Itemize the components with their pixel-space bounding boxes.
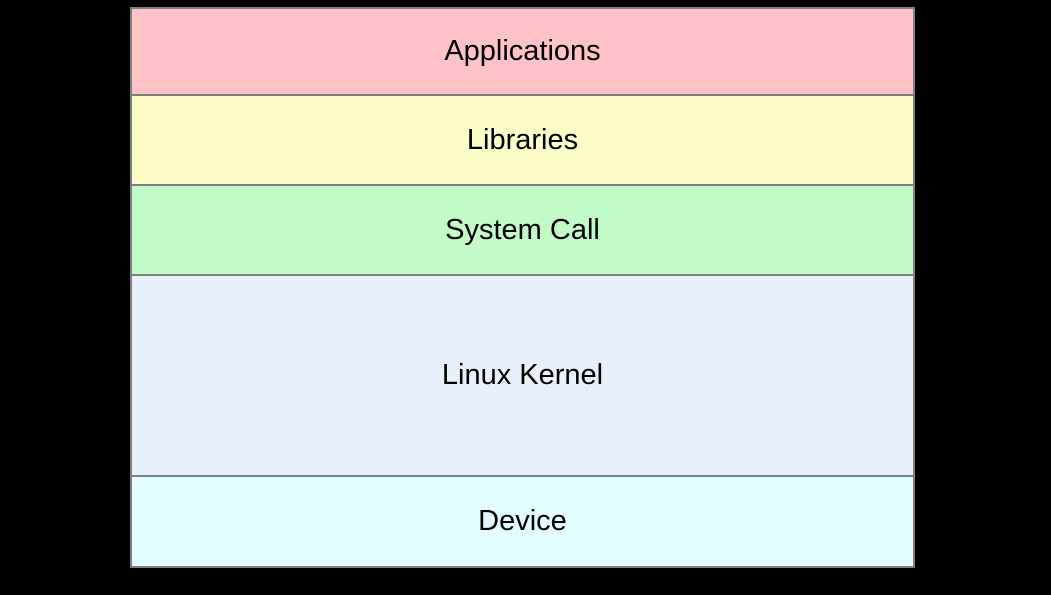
layer-applications: Applications: [132, 9, 913, 94]
layer-libraries: Libraries: [132, 96, 913, 184]
layer-device: Device: [132, 477, 913, 566]
layer-linux-kernel: Linux Kernel: [132, 276, 913, 475]
layer-system-call-label: System Call: [445, 213, 600, 246]
layer-applications-label: Applications: [444, 35, 601, 67]
layer-device-label: Device: [478, 505, 567, 537]
architecture-stack: Applications Libraries System Call Linux…: [130, 7, 915, 568]
layer-system-call: System Call: [132, 186, 913, 274]
layer-libraries-label: Libraries: [466, 123, 579, 156]
layer-linux-kernel-label: Linux Kernel: [441, 359, 604, 391]
